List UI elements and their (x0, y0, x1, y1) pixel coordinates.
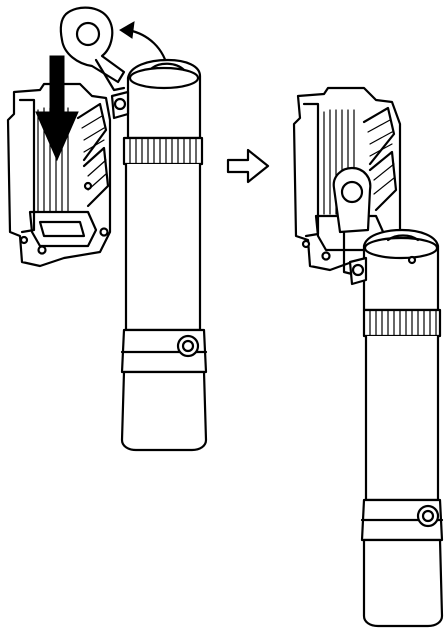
outline-right-arrow-icon (226, 148, 270, 184)
holster-bolt (99, 227, 109, 237)
holster-bolt (37, 245, 47, 255)
holster-left (6, 82, 112, 268)
holster-bolt (83, 181, 93, 191)
holster-bolt (301, 239, 311, 249)
flashlight-ring-rotated (59, 6, 126, 92)
flashlight-left (110, 58, 208, 452)
panel-step-2 (292, 86, 444, 628)
flashlight-right (348, 228, 444, 628)
panel-step-1 (6, 6, 208, 452)
down-arrow-icon (35, 55, 79, 162)
switch-button (416, 504, 440, 528)
holster-bolt (321, 251, 331, 261)
holster-bolt (19, 235, 29, 245)
switch-button (176, 334, 200, 358)
